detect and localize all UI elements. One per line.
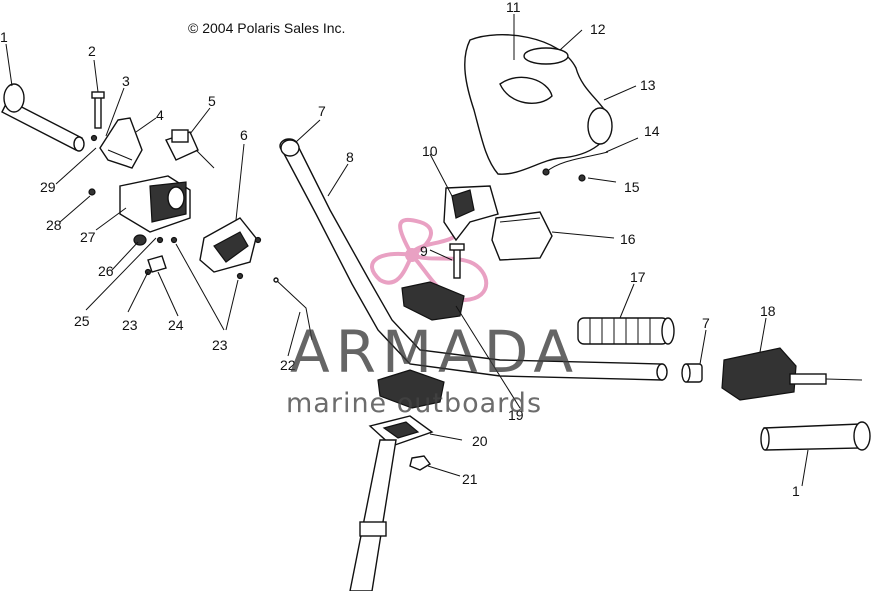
hood-wire [542,151,609,176]
callout-2: 2 [88,43,96,59]
switch-housing [721,347,863,401]
throttle-cover [199,217,257,273]
callout-21: 21 [462,471,478,487]
callout-4: 4 [156,107,164,123]
leader-lines [5,14,809,487]
upper-clamp-block [401,281,465,321]
callout-19: 19 [508,407,524,423]
callout-11: 11 [506,0,521,15]
left-grip [1,83,85,152]
clip-24 [147,255,167,273]
callout-1: 1 [0,29,8,45]
callout-13: 13 [640,77,656,93]
callout-14: 14 [644,123,660,139]
callout-18: 18 [760,303,776,319]
callout-29: 29 [40,179,56,195]
callout-23-left: 23 [122,317,138,333]
callout-5: 5 [208,93,216,109]
throttle-lever [99,117,143,169]
callout-9: 9 [420,243,428,259]
callout-7-right: 7 [702,315,710,331]
kill-switch [165,129,215,169]
callout-25: 25 [74,313,90,329]
callout-15: 15 [624,179,640,195]
steering-post [349,415,434,591]
screw-2 [91,91,105,129]
hood-badge [523,47,569,65]
watermark-tagline: marine outboards [286,388,542,419]
bar-end-cap-left [280,139,300,157]
callout-26: 26 [98,263,114,279]
callout-27: 27 [80,229,96,245]
callout-7-left: 7 [318,103,326,119]
small-screws [88,134,262,280]
callout-1-right: 1 [792,483,800,499]
callout-24: 24 [168,317,184,333]
watermark-brand: ARMADA [290,318,579,386]
clamp-trim-cover [491,211,553,261]
copyright-text: © 2004 Polaris Sales Inc. [188,20,345,36]
hand-warmer-grip [577,317,675,345]
upper-clamp-cover [443,185,499,242]
callout-labels: 1 2 3 4 5 6 7 8 9 10 11 12 13 14 15 16 1… [0,0,800,499]
nut-26 [133,234,147,246]
callout-12: 12 [590,21,606,37]
callout-17: 17 [630,269,646,285]
callout-3: 3 [122,73,130,89]
callout-8: 8 [346,149,354,165]
throttle-cable [273,277,313,341]
hood-screw [578,174,586,182]
right-grip [760,421,871,451]
callout-22: 22 [280,357,296,373]
clamp-bolt [449,243,465,279]
bar-end-cap-right [681,363,703,383]
throttle-housing [119,175,191,233]
callout-28: 28 [46,217,62,233]
callout-23-right: 23 [212,337,228,353]
lower-clamp-block [377,369,445,409]
callout-16: 16 [620,231,636,247]
callout-10: 10 [422,143,438,159]
handlebar-hood [464,34,613,175]
callout-20: 20 [472,433,488,449]
callout-6: 6 [240,127,248,143]
nut-21 [409,455,432,471]
